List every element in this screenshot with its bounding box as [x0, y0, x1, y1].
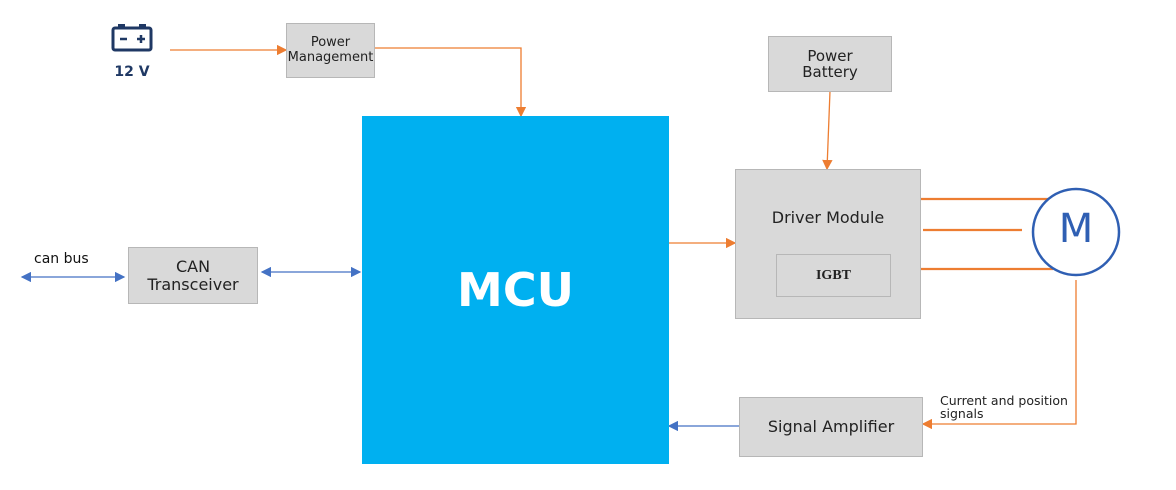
battery-voltage-label: 12 V	[114, 64, 150, 80]
signal-amplifier-block[interactable]: Signal Amplifier	[739, 397, 923, 457]
mcu-label: MCU	[457, 263, 574, 317]
igbt-label: IGBT	[815, 267, 851, 283]
arrow-power-battery-to-driver	[822, 90, 833, 171]
mcu-block[interactable]: MCU	[362, 116, 669, 464]
igbt-block[interactable]: IGBT	[776, 254, 891, 297]
feedback-signal-label: Current and position signals	[940, 394, 1068, 420]
motor-label: M	[1058, 206, 1094, 252]
power-management-block[interactable]: Power Management	[286, 23, 375, 78]
feedback-line1: Current and position	[940, 393, 1068, 408]
signal-amplifier-label: Signal Amplifier	[767, 417, 895, 437]
can-transceiver-line1: CAN	[175, 257, 211, 277]
can-transceiver-block[interactable]: CAN Transceiver	[128, 247, 258, 304]
arrow-motor-feedback	[921, 280, 1077, 430]
driver-module-block[interactable]: Driver Module IGBT	[735, 169, 921, 319]
can-transceiver-line2: Transceiver	[147, 274, 239, 294]
motor-circle	[1031, 187, 1121, 277]
can-bus-label: can bus	[34, 251, 89, 267]
power-battery-line1: Power	[807, 46, 853, 65]
feedback-line2: signals	[940, 406, 984, 421]
power-battery-line2: Battery	[802, 63, 858, 81]
power-management-line2: Management	[287, 49, 374, 65]
battery-icon	[111, 24, 153, 52]
driver-module-label: Driver Module	[771, 208, 885, 227]
power-management-line1: Power	[310, 35, 351, 51]
power-battery-block[interactable]: Power Battery	[768, 36, 892, 92]
arrow-power-mgmt-to-mcu	[375, 47, 527, 118]
